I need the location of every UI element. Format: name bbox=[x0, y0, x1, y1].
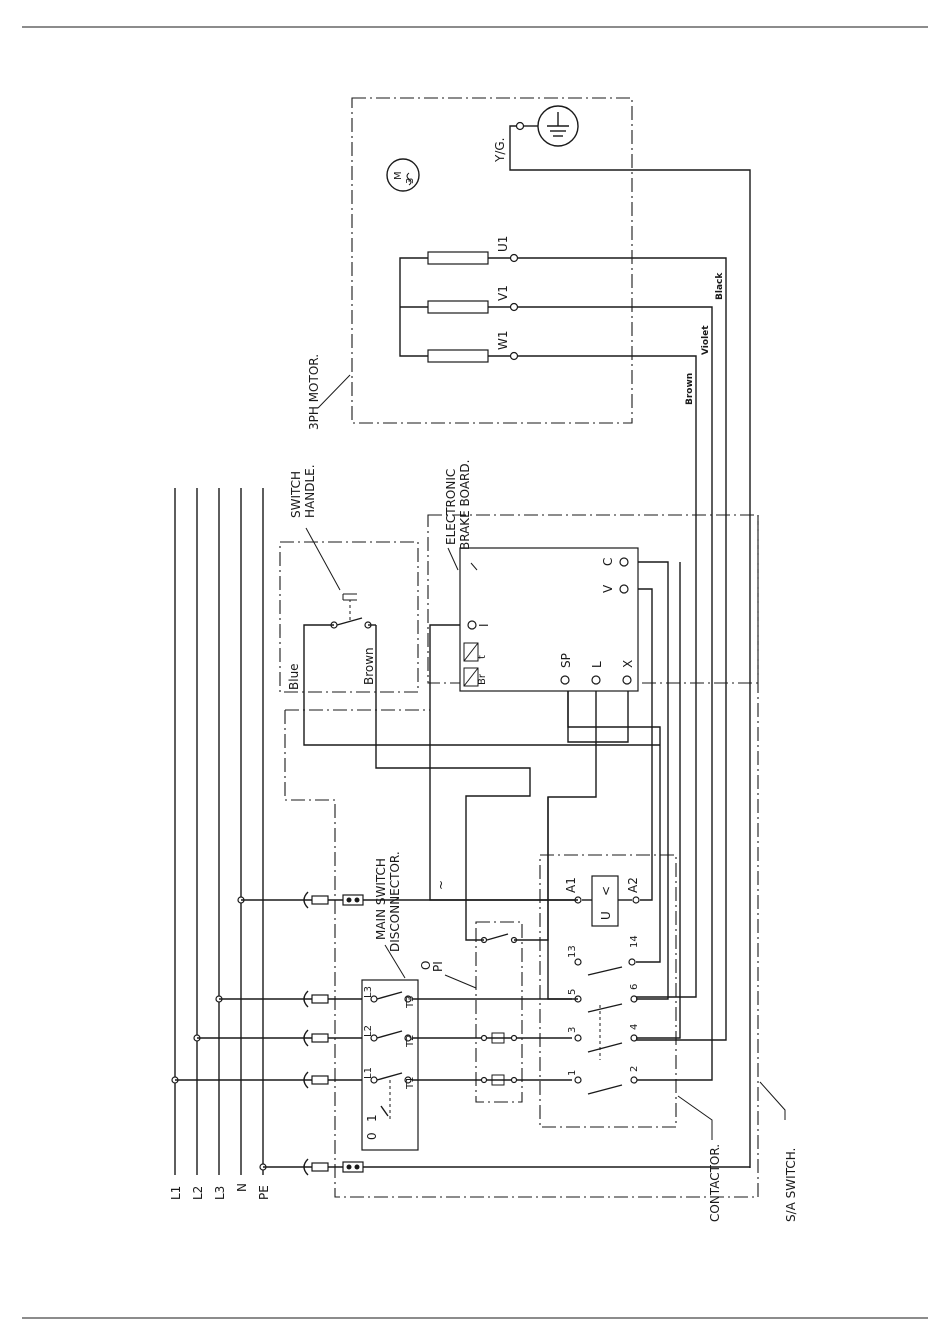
switch-handle-label-2: HANDLE. bbox=[303, 464, 317, 518]
tilde-label: ~ bbox=[434, 880, 448, 890]
wire-violet-label: Violet bbox=[701, 325, 711, 355]
motor-symbol: M 3 bbox=[387, 159, 419, 191]
contactor-main-contacts bbox=[575, 959, 637, 1094]
disc-l3-label: L3 bbox=[363, 986, 374, 998]
contactor-leader bbox=[678, 1096, 712, 1140]
brake-board-label-1: ELECTRONIC bbox=[444, 469, 458, 545]
switch-handle-label-1: SWITCH bbox=[289, 471, 303, 518]
contact-5-label: 5 bbox=[567, 989, 578, 995]
coil-lt-label: < bbox=[599, 886, 613, 896]
main-switch-label-2: DISCONNECTOR. bbox=[388, 851, 402, 952]
electronic-brake-board bbox=[460, 548, 638, 691]
disc-t3-label: T3 bbox=[405, 996, 416, 1009]
brake-term-sp-label: SP bbox=[559, 653, 573, 668]
motor-lead-violet bbox=[518, 307, 712, 1080]
disc-l2-label: L2 bbox=[363, 1025, 374, 1037]
switch-brown-label: Brown bbox=[362, 647, 376, 685]
contact-13-label: 13 bbox=[567, 945, 578, 958]
brake-term-x-label: X bbox=[621, 660, 635, 668]
brake-t-label: t bbox=[477, 655, 488, 659]
brake-br-label: Br bbox=[477, 673, 488, 685]
pi-leader bbox=[445, 975, 476, 988]
coil-a2-label: A2 bbox=[626, 877, 640, 893]
brake-term-v-label: V bbox=[601, 584, 615, 593]
wire-brake-x bbox=[568, 683, 628, 742]
contact-1-label: 1 bbox=[567, 1070, 578, 1076]
u1-label: U1 bbox=[496, 236, 510, 252]
coil-u-label: U bbox=[599, 911, 613, 920]
disc-pos-1-label: 1 bbox=[365, 1114, 379, 1122]
earth-label: Y/G. bbox=[493, 138, 507, 164]
disc-l1-label: L1 bbox=[363, 1067, 374, 1079]
switch-handle-leader bbox=[306, 528, 340, 590]
wire-c4 bbox=[636, 562, 680, 1038]
brake-term-c-label: C bbox=[601, 558, 615, 566]
rail-pe-label: PE bbox=[257, 1185, 271, 1200]
sa-switch-leader bbox=[760, 1082, 785, 1120]
rail-n-label: N bbox=[235, 1183, 249, 1192]
supply-connections bbox=[172, 892, 750, 1175]
motor-label: 3PH MOTOR. bbox=[307, 354, 321, 430]
contact-2-label: 2 bbox=[629, 1066, 640, 1072]
main-switch-label-1: MAIN SWITCH bbox=[374, 858, 388, 940]
coil-a1-label: A1 bbox=[564, 877, 578, 893]
wire-black-label: Black bbox=[715, 272, 725, 300]
motor-enclosure bbox=[352, 98, 632, 423]
contactor-label: CONTACTOR. bbox=[708, 1144, 722, 1222]
wire-c5-aux bbox=[548, 797, 578, 999]
rail-l3-label: L3 bbox=[213, 1186, 227, 1200]
switch-blue-label: Blue bbox=[287, 663, 301, 690]
w1-label: W1 bbox=[496, 331, 510, 351]
supply-rails bbox=[175, 488, 263, 1175]
disc-pos-0-label: 0 bbox=[365, 1132, 379, 1140]
pi-label: PI bbox=[431, 961, 445, 972]
rail-l2-label: L2 bbox=[191, 1186, 205, 1200]
contact-6-label: 6 bbox=[629, 984, 640, 990]
contact-14-label: 14 bbox=[629, 935, 640, 948]
disc-t2-label: T2 bbox=[405, 1035, 416, 1048]
motor-leader bbox=[318, 375, 350, 408]
contact-4-label: 4 bbox=[629, 1024, 640, 1030]
sa-switch-label: S/A SWITCH. bbox=[784, 1148, 798, 1222]
rail-l1-label: L1 bbox=[169, 1186, 183, 1200]
brake-board-label-2: BRAKE BOARD. bbox=[458, 460, 472, 550]
brake-term-l-label: L bbox=[590, 661, 604, 668]
motor-symbol-m: M bbox=[393, 171, 404, 180]
brake-term-i-label: I bbox=[477, 623, 491, 627]
brake-board-leader bbox=[448, 548, 458, 570]
v1-label: V1 bbox=[496, 285, 510, 301]
disc-t1-label: T1 bbox=[405, 1077, 416, 1090]
wire-brown-label: Brown bbox=[685, 373, 695, 405]
contact-3-label: 3 bbox=[567, 1027, 578, 1033]
